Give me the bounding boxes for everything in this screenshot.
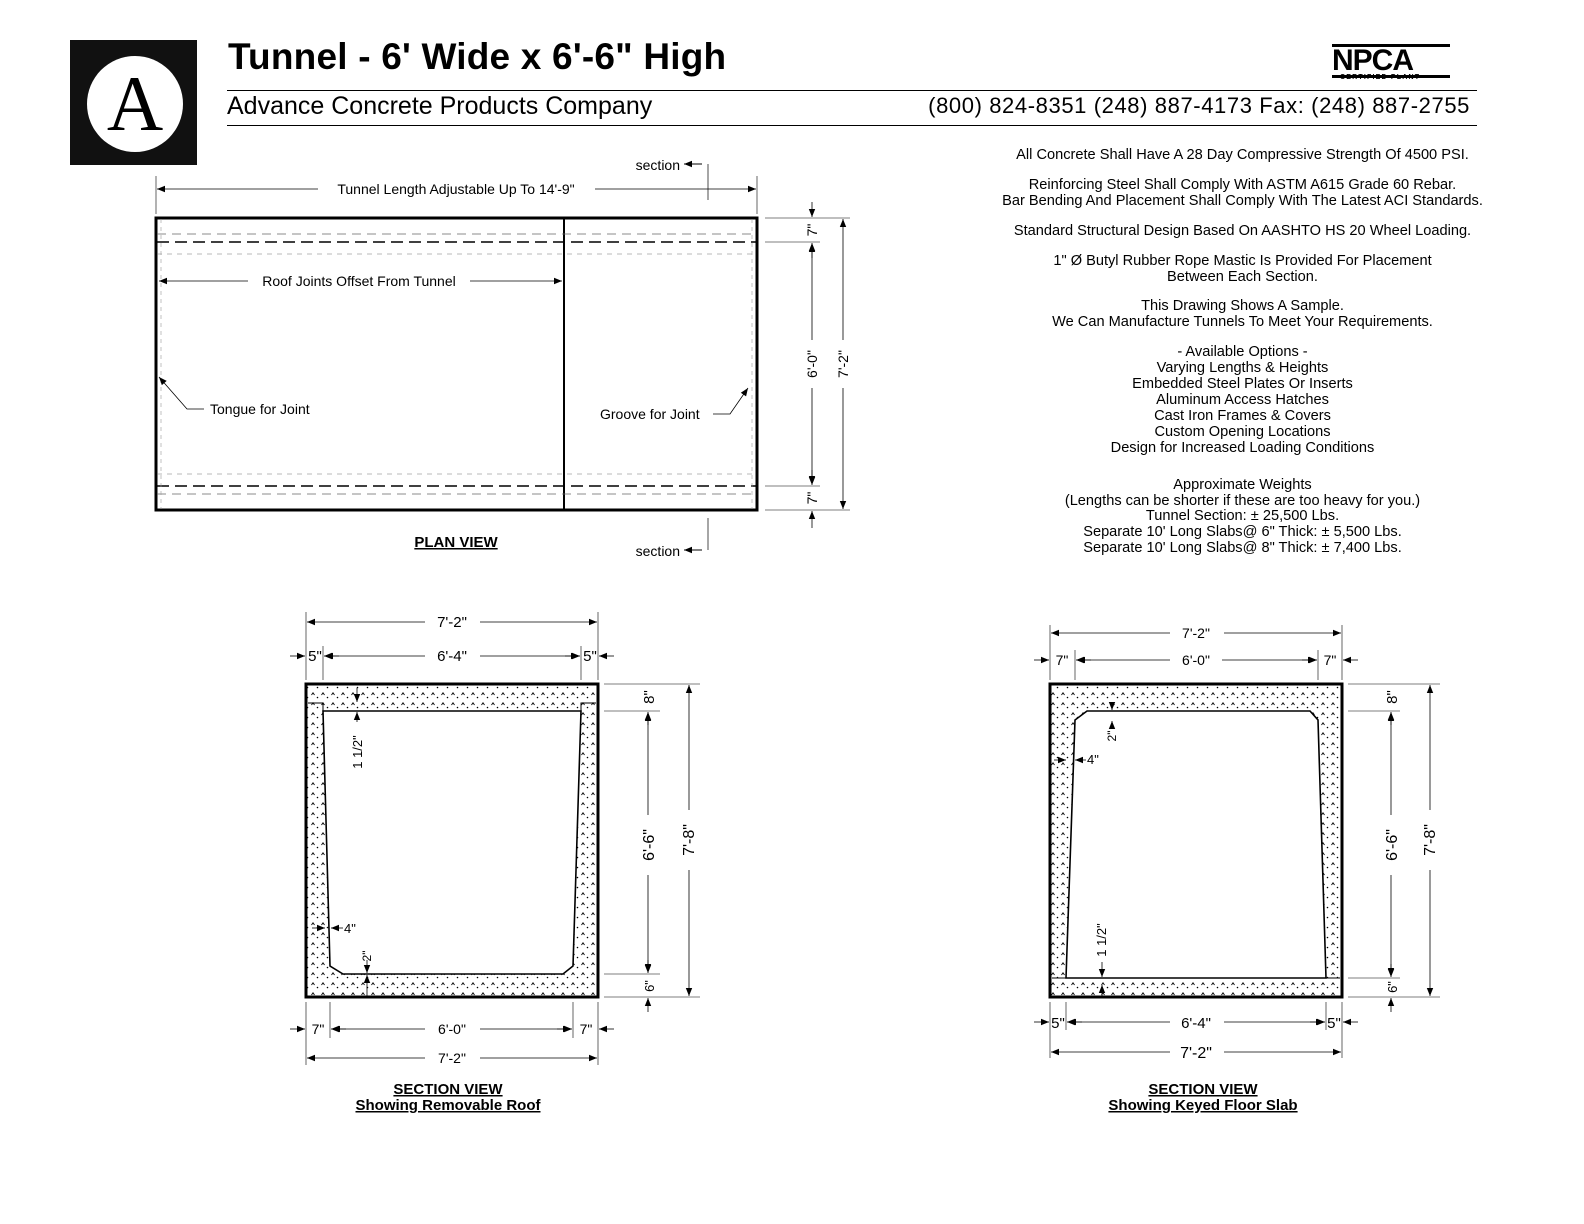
dim-wall-taper: 4" — [1087, 752, 1099, 767]
tongue-leader — [158, 376, 204, 410]
npca-subtitle: CERTIFIED PLANT — [1340, 74, 1421, 81]
dim-overall-width: 7'-2" — [835, 350, 851, 378]
weight-item: (Lengths can be shorter if these are too… — [1064, 492, 1421, 509]
dim-inside-height: 6'-6" — [641, 829, 658, 861]
weight-item: Separate 10' Long Slabs@ 8" Thick: ± 7,4… — [1083, 540, 1402, 557]
tunnel-length-label: Tunnel Length Adjustable Up To 14'-9" — [337, 181, 574, 197]
section-caption-subtitle: Showing Removable Roof — [355, 1097, 541, 1114]
note-mastic-1: 1" Ø Butyl Rubber Rope Mastic Is Provide… — [1053, 252, 1432, 269]
dim-chamfer-top: 1 1/2" — [350, 735, 365, 769]
tongue-label: Tongue for Joint — [210, 401, 310, 417]
dim-overall-width-bottom: 7'-2" — [438, 1050, 466, 1066]
section-label-bottom: section — [636, 543, 680, 559]
section-view-keyed-floor: 7'-2" 7" 6'-0" 7" 8" 6'-6" 6" 7'-8" 2" 4… — [1034, 625, 1440, 1114]
dim-wall-left: 7" — [1056, 652, 1069, 668]
company-logo: A — [70, 40, 197, 165]
dim-inside-bottom: 6'-4" — [1181, 1015, 1211, 1032]
tunnel-plan-outline — [154, 216, 759, 512]
note-design: Standard Structural Design Based On AASH… — [1013, 222, 1472, 239]
dim-wall-right: 7" — [1324, 652, 1337, 668]
general-notes: All Concrete Shall Have A 28 Day Compres… — [960, 147, 1525, 572]
dim-overall-width: 7'-2" — [437, 614, 467, 631]
logo-circle: A — [87, 56, 183, 152]
note-sample-1: This Drawing Shows A Sample. — [1141, 298, 1344, 315]
tunnel-opening — [1066, 711, 1326, 978]
note-sample-2: We Can Manufacture Tunnels To Meet Your … — [1052, 314, 1433, 331]
groove-label: Groove for Joint — [600, 406, 700, 422]
dim-top-slab: 8" — [641, 690, 658, 704]
option-item: Varying Lengths & Heights — [1156, 360, 1329, 377]
dim-inside-bottom: 6'-0" — [438, 1021, 466, 1037]
dim-wall-right: 5" — [583, 648, 597, 665]
dim-inside-width: 6'-0" — [804, 350, 820, 378]
phone-numbers: (800) 824-8351 (248) 887-4173 Fax: (248)… — [928, 93, 1470, 118]
dim-wall-bottom: 7" — [804, 492, 820, 505]
npca-certified-logo: NPCA CERTIFIED PLANT — [1332, 44, 1450, 81]
section-label-top: section — [636, 157, 680, 173]
npca-mark: NPCA — [1332, 44, 1450, 78]
dim-bottom-slab: 6" — [1385, 981, 1400, 993]
plan-view: section section Tunnel Length Adjustable… — [154, 157, 851, 559]
section-outline — [1048, 682, 1344, 999]
section-caption-title: SECTION VIEW — [1148, 1081, 1258, 1098]
dim-overall-width: 7'-2" — [1182, 625, 1210, 641]
dim-inside-height: 6'-6" — [1384, 829, 1401, 861]
dim-wall-left-bottom: 5" — [1051, 1015, 1065, 1032]
option-item: Custom Opening Locations — [1154, 423, 1331, 440]
dim-top-slab: 8" — [1384, 690, 1401, 704]
dim-wall-left: 5" — [308, 648, 322, 665]
weight-item: Tunnel Section: ± 25,500 Lbs. — [1145, 508, 1340, 525]
option-item: Design for Increased Loading Conditions — [1110, 439, 1375, 456]
dim-wall-right-bottom: 5" — [1327, 1015, 1341, 1032]
dim-overall-height: 7'-8" — [681, 824, 698, 856]
options-title: - Available Options - — [1177, 344, 1308, 361]
dim-wall-taper: 4" — [344, 921, 356, 936]
logo-letter: A — [106, 60, 164, 147]
option-item: Aluminum Access Hatches — [1156, 391, 1329, 408]
dim-inside-width: 6'-0" — [1182, 652, 1210, 668]
dim-bottom-slab: 6" — [642, 980, 657, 992]
note-mastic-2: Between Each Section. — [1167, 268, 1318, 285]
section-view-removable-roof: 7'-2" 5" 6'-4" 5" 8" 6'-6" 6" 7'-8" 1 1/… — [290, 612, 700, 1114]
company-name: Advance Concrete Products Company — [227, 92, 653, 120]
note-rebar-2: Bar Bending And Placement Shall Comply W… — [1002, 192, 1483, 209]
section-caption-subtitle: Showing Keyed Floor Slab — [1108, 1097, 1297, 1114]
dim-overall-width-bottom: 7'-2" — [1180, 1045, 1212, 1062]
section-caption-title: SECTION VIEW — [393, 1081, 503, 1098]
header-rule-top — [227, 90, 1477, 91]
tunnel-opening — [323, 711, 581, 974]
weight-item: Separate 10' Long Slabs@ 6" Thick: ± 5,5… — [1083, 524, 1402, 541]
option-item: Embedded Steel Plates Or Inserts — [1132, 376, 1353, 393]
note-strength: All Concrete Shall Have A 28 Day Compres… — [1016, 147, 1469, 163]
roof-joint — [580, 702, 596, 711]
option-item: Cast Iron Frames & Covers — [1154, 407, 1331, 424]
roof-joints-label: Roof Joints Offset From Tunnel — [262, 273, 456, 289]
dim-chamfer-bottom: 1 1/2" — [1094, 923, 1109, 957]
dim-wall-right-bottom: 7" — [580, 1021, 593, 1037]
section-outline — [304, 682, 600, 999]
header-rule-bottom — [227, 125, 1477, 126]
roof-joint — [308, 702, 324, 711]
dim-chamfer-top: 2" — [1105, 731, 1119, 742]
weights-title: Approximate Weights — [1173, 476, 1312, 493]
note-rebar-1: Reinforcing Steel Shall Comply With ASTM… — [1028, 176, 1457, 193]
plan-view-caption: PLAN VIEW — [414, 534, 498, 551]
dim-overall-height: 7'-8" — [1422, 824, 1439, 856]
drawing-title: Tunnel - 6' Wide x 6'-6" High — [228, 36, 727, 77]
inner-outline — [322, 710, 582, 975]
dim-wall-top: 7" — [804, 224, 820, 237]
groove-leader — [713, 387, 749, 415]
dim-wall-left-bottom: 7" — [312, 1021, 325, 1037]
dim-chamfer-bottom: 2" — [360, 951, 374, 962]
dim-inside-width: 6'-4" — [437, 648, 467, 665]
